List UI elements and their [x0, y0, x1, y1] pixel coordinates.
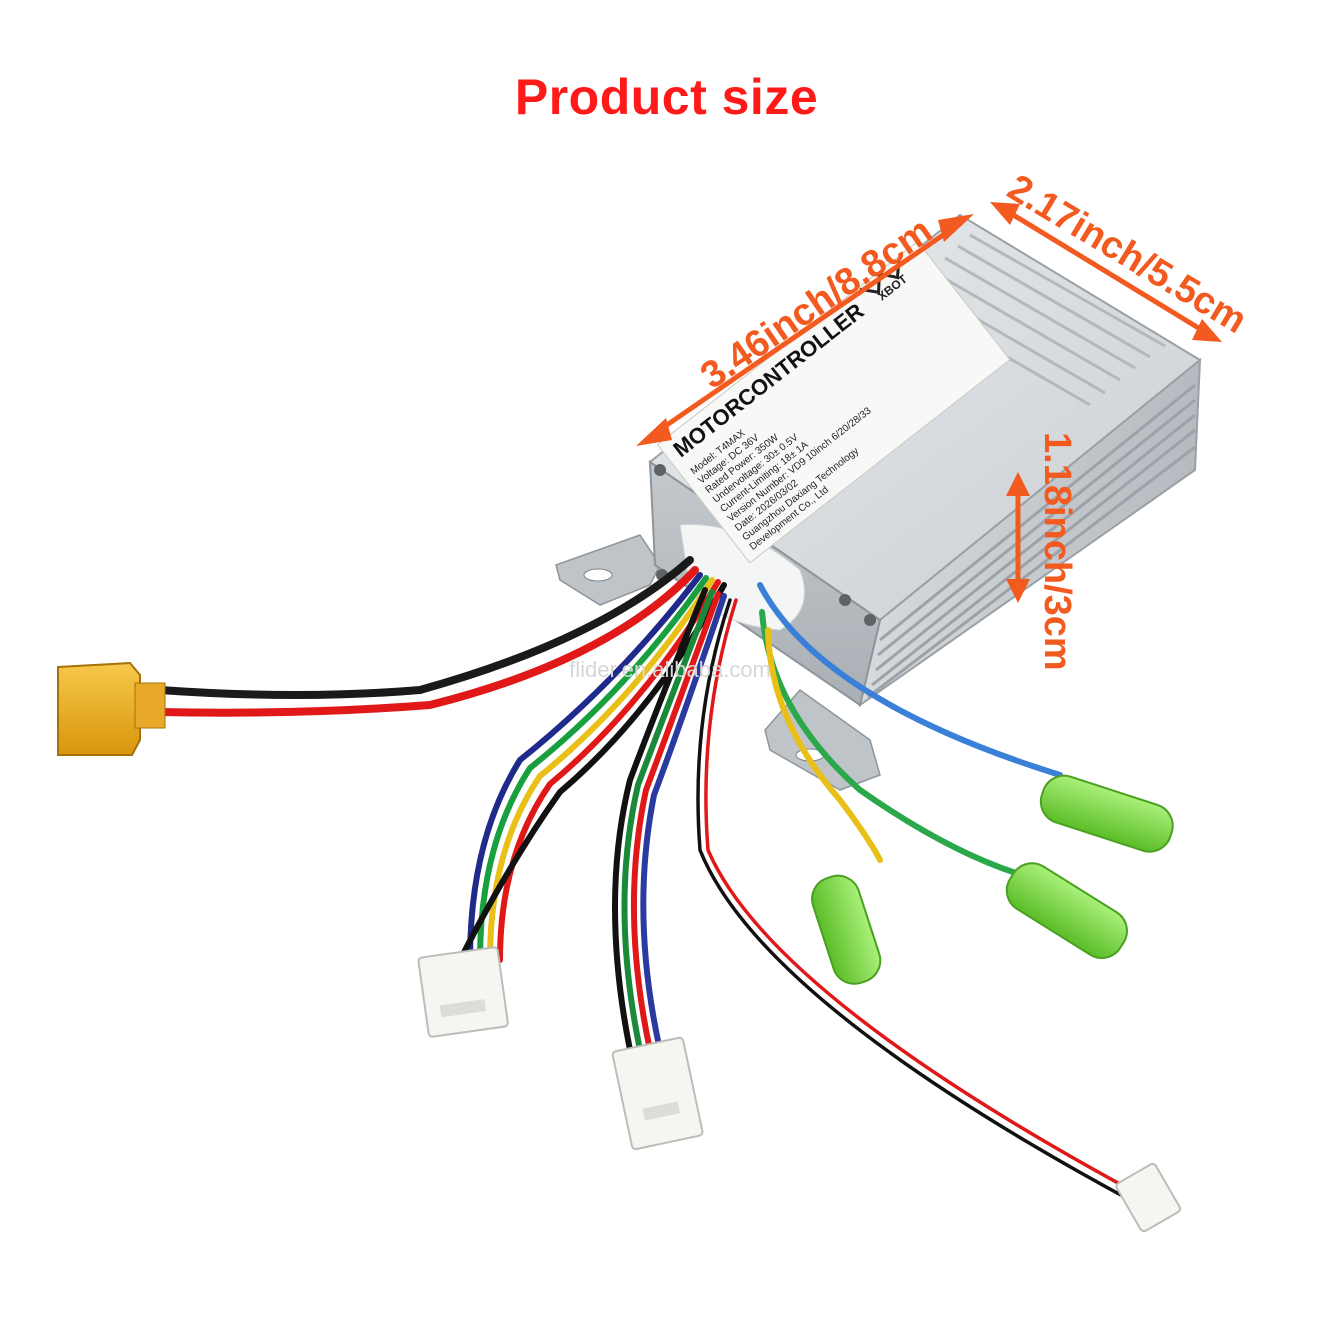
controller-label: MOTORCONTROLLER XBOT Model: T4MAX Voltag… [656, 240, 1011, 564]
xbot-logo [859, 258, 901, 294]
jst-connector-small [1115, 1162, 1182, 1233]
wire-bundle [156, 556, 1142, 1202]
page-title: Product size [514, 69, 819, 125]
jst-connector-2 [611, 1036, 704, 1151]
mounting-bracket-left [555, 534, 661, 606]
bullet-connector-green [1005, 862, 1128, 959]
bullet-connector-yellow [811, 874, 882, 985]
dimension-height-text: 1.18inch/3cm [1036, 432, 1078, 671]
jst-connector-1 [417, 946, 509, 1038]
watermark: flider.en.alibaba.com [569, 657, 771, 682]
xt-power-connector [57, 661, 166, 756]
dimension-height: 1.18inch/3cm [1006, 432, 1078, 671]
bullet-connector-blue [1039, 774, 1174, 853]
